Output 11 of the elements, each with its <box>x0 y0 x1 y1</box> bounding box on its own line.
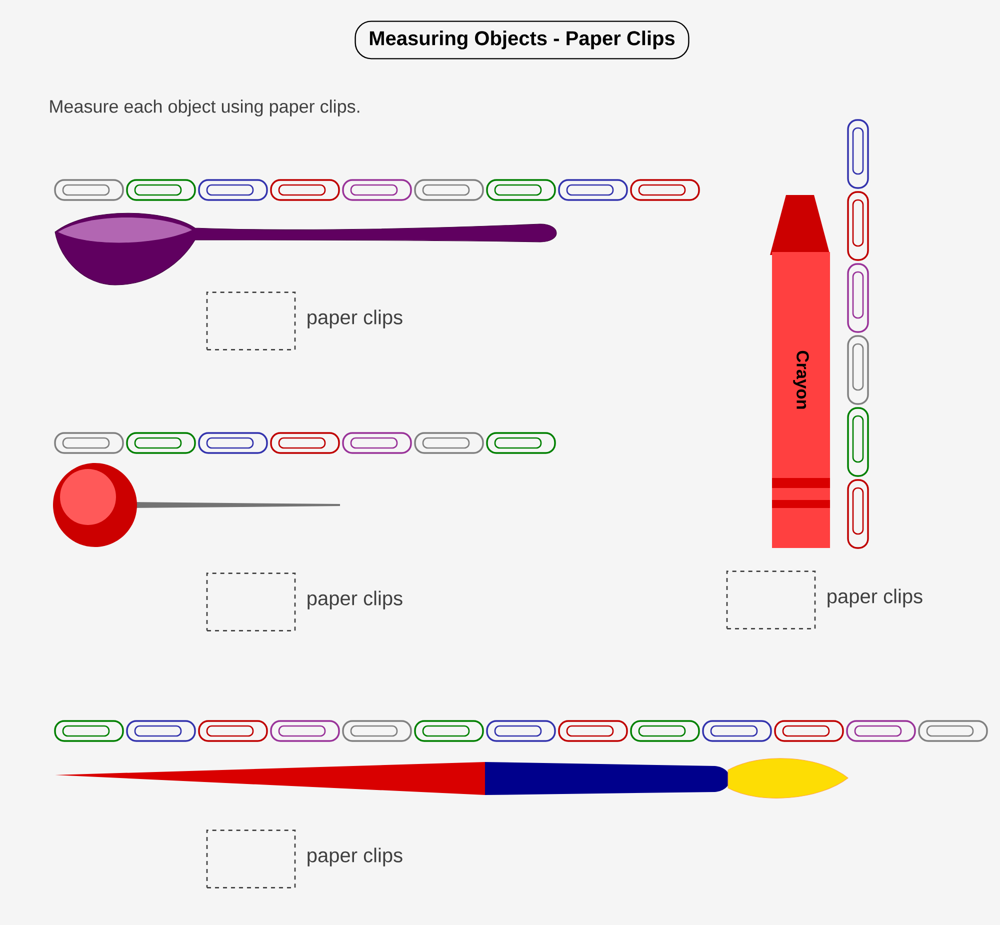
crayon-label: Crayon <box>793 350 809 409</box>
answer-box <box>206 572 296 632</box>
answer-box <box>726 570 816 630</box>
unit-label: paper clips <box>828 588 922 608</box>
title-box: Measuring Objects - Paper Clips <box>354 20 690 60</box>
answer-box <box>206 292 296 350</box>
answer-box <box>206 830 296 888</box>
unit-label: paper clips <box>308 848 402 866</box>
instruction-text: Measure each object using paper clips. <box>50 100 360 116</box>
unit-label: paper clips <box>308 310 402 328</box>
unit-label: paper clips <box>308 590 402 610</box>
